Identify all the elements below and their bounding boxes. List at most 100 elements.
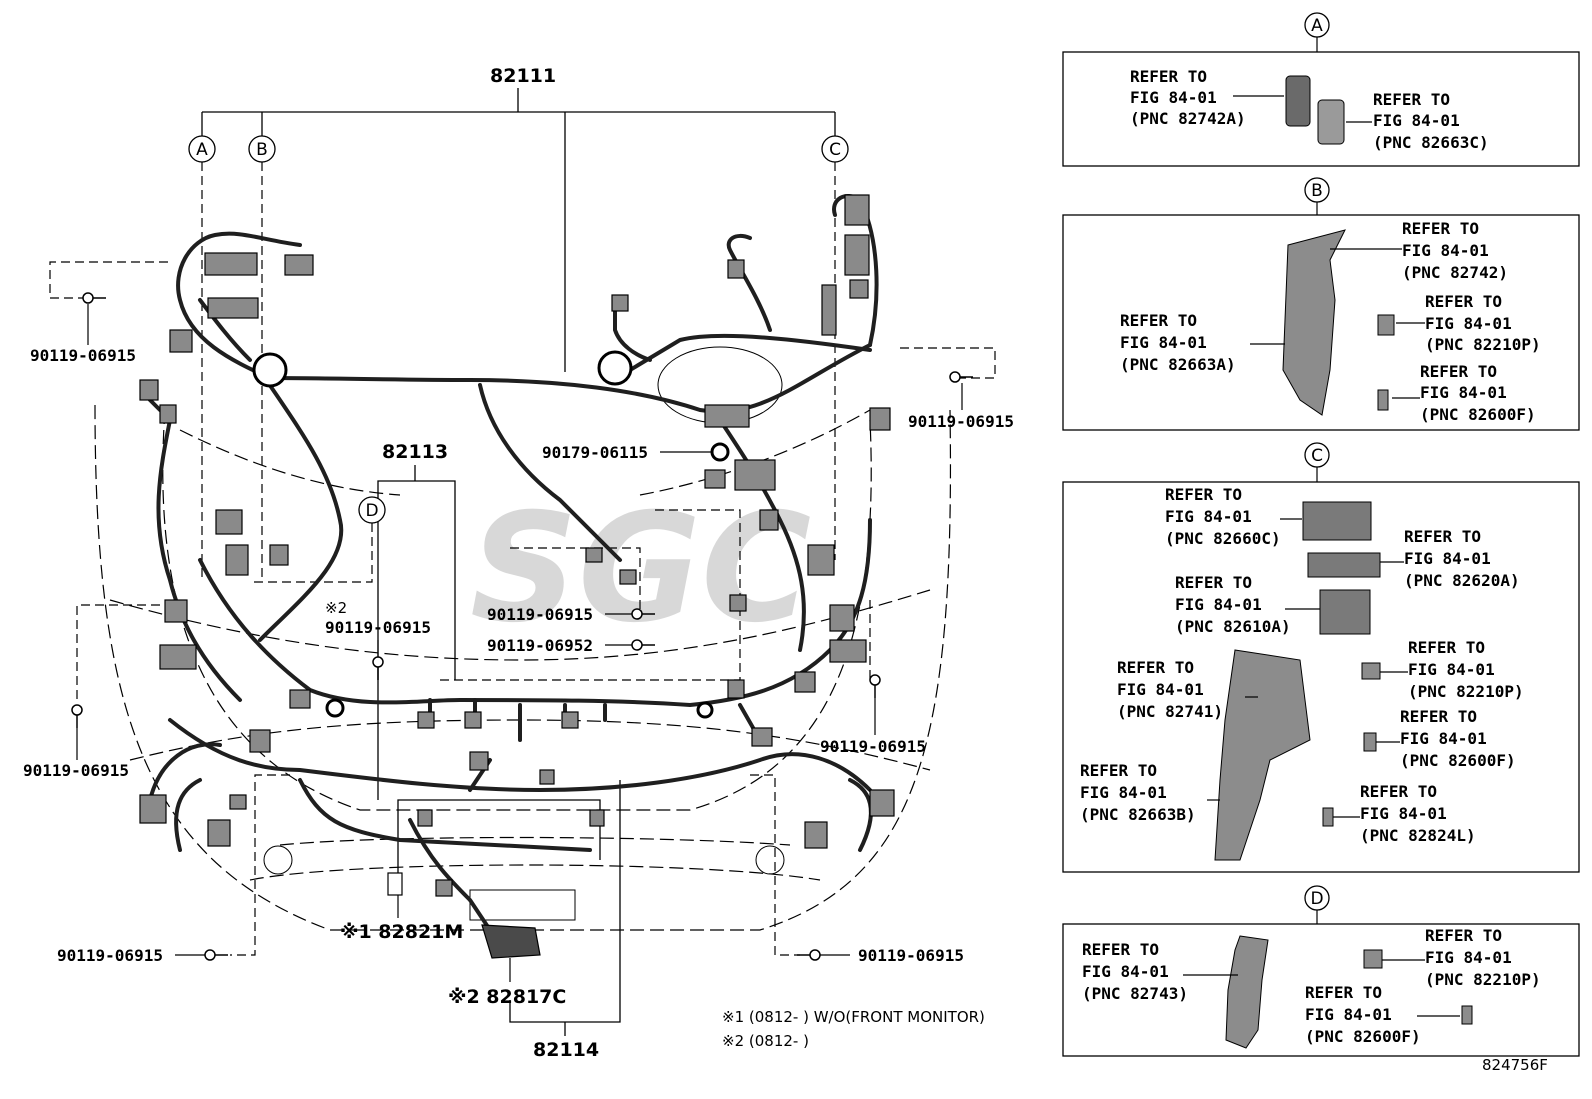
label-bolt-mr: 90119-06915 — [820, 737, 926, 756]
svg-text:(PNC 82210P): (PNC 82210P) — [1425, 970, 1541, 989]
svg-text:(PNC 82742): (PNC 82742) — [1402, 263, 1508, 282]
svg-text:REFER TO: REFER TO — [1408, 638, 1485, 657]
svg-text:FIG 84-01: FIG 84-01 — [1117, 680, 1204, 699]
bolt-icon-bl — [204, 949, 228, 961]
marker-a: A — [188, 135, 216, 163]
svg-text:FIG 84-01: FIG 84-01 — [1130, 88, 1217, 107]
bolt-icon-br — [797, 949, 821, 961]
svg-text:C: C — [1311, 446, 1323, 466]
label-leaders — [76, 304, 963, 982]
bolt-icon-tr — [949, 371, 973, 383]
svg-text:REFER TO: REFER TO — [1404, 527, 1481, 546]
svg-text:FIG 84-01: FIG 84-01 — [1360, 804, 1447, 823]
label-82817c: ※2 82817C — [448, 986, 566, 1008]
label-bolt-c2: 90119-06915 — [487, 605, 593, 624]
svg-text:FIG 84-01: FIG 84-01 — [1420, 383, 1507, 402]
svg-text:(PNC 82210P): (PNC 82210P) — [1408, 682, 1524, 701]
diagram-markers: A B C D — [188, 135, 849, 524]
svg-text:(PNC 82663A): (PNC 82663A) — [1120, 355, 1236, 374]
marker-b: B — [248, 135, 276, 163]
svg-text:FIG 84-01: FIG 84-01 — [1082, 962, 1169, 981]
svg-text:(PNC 82663B): (PNC 82663B) — [1080, 805, 1196, 824]
svg-text:(PNC 82600F): (PNC 82600F) — [1305, 1027, 1421, 1046]
svg-text:A: A — [1311, 16, 1323, 36]
label-clip: 90179-06115 — [542, 443, 648, 462]
svg-text:(PNC 82660C): (PNC 82660C) — [1165, 529, 1281, 548]
label-bolt-c3: 90119-06952 — [487, 636, 593, 655]
svg-text:C: C — [829, 140, 841, 160]
svg-text:REFER TO: REFER TO — [1425, 292, 1502, 311]
label-82114: 82114 — [533, 1039, 599, 1061]
svg-text:FIG 84-01: FIG 84-01 — [1400, 729, 1487, 748]
label-bolt-c1: 90119-06915 — [325, 618, 431, 637]
svg-text:REFER TO: REFER TO — [1165, 485, 1242, 504]
svg-text:REFER TO: REFER TO — [1425, 926, 1502, 945]
label-bolt-tl: 90119-06915 — [30, 346, 136, 365]
svg-text:FIG 84-01: FIG 84-01 — [1425, 948, 1512, 967]
svg-text:FIG 84-01: FIG 84-01 — [1373, 111, 1460, 130]
svg-text:REFER TO: REFER TO — [1420, 362, 1497, 381]
watermark: SGC — [470, 482, 811, 656]
bolt-icon-tl — [82, 292, 106, 304]
svg-text:REFER TO: REFER TO — [1305, 983, 1382, 1002]
bolt-icon-mr — [869, 674, 881, 698]
svg-text:FIG 84-01: FIG 84-01 — [1305, 1005, 1392, 1024]
svg-text:A: A — [196, 140, 208, 160]
bolt-icon-c1 — [372, 656, 384, 680]
label-82821m: ※1 82821M — [340, 921, 463, 943]
label-bolt-bl: 90119-06915 — [57, 946, 163, 965]
label-bolt-ml: 90119-06915 — [23, 761, 129, 780]
svg-text:REFER TO: REFER TO — [1130, 67, 1207, 86]
svg-text:FIG 84-01: FIG 84-01 — [1165, 507, 1252, 526]
grommets — [252, 350, 730, 719]
svg-text:(PNC 82743): (PNC 82743) — [1082, 984, 1188, 1003]
label-bolt-br: 90119-06915 — [858, 946, 964, 965]
svg-text:(PNC 82742A): (PNC 82742A) — [1130, 109, 1246, 128]
callout-texts: 82111 82113 82114 ※1 82821M ※2 82817C 90… — [23, 65, 1014, 1061]
note-1: ※1 (0812- ) W/O(FRONT MONITOR) — [722, 1008, 985, 1026]
marker-d: D — [358, 496, 386, 524]
detail-panel-a: A REFER TO FIG 84-01 (PNC 82742A) REFER … — [1062, 12, 1580, 167]
figure-code: 824756F — [1482, 1056, 1548, 1074]
bolt-icon-ml — [71, 704, 83, 728]
svg-text:D: D — [1310, 889, 1323, 909]
detail-panel-b: B REFER TO FIG 84-01 (PNC 82742) REFER T… — [1062, 177, 1580, 431]
label-bolt-c1-mark: ※2 — [325, 599, 347, 617]
detail-panel-c: C REFER TO FIG 84-01 (PNC 82660C) REFER … — [1062, 442, 1580, 873]
callout-lines — [201, 88, 836, 1036]
svg-text:(PNC 82620A): (PNC 82620A) — [1404, 571, 1520, 590]
svg-text:FIG 84-01: FIG 84-01 — [1402, 241, 1489, 260]
svg-text:REFER TO: REFER TO — [1175, 573, 1252, 592]
svg-text:FIG 84-01: FIG 84-01 — [1175, 595, 1262, 614]
svg-text:REFER TO: REFER TO — [1400, 707, 1477, 726]
svg-text:(PNC 82600F): (PNC 82600F) — [1400, 751, 1516, 770]
svg-text:(PNC 82663C): (PNC 82663C) — [1373, 133, 1489, 152]
svg-text:(PNC 82610A): (PNC 82610A) — [1175, 617, 1291, 636]
svg-text:B: B — [256, 140, 268, 160]
svg-text:FIG 84-01: FIG 84-01 — [1408, 660, 1495, 679]
svg-text:REFER TO: REFER TO — [1120, 311, 1197, 330]
label-bolt-tr: 90119-06915 — [908, 412, 1014, 431]
svg-text:(PNC 82824L): (PNC 82824L) — [1360, 826, 1476, 845]
detail-panel-d: D REFER TO FIG 84-01 (PNC 82743) REFER T… — [1062, 885, 1580, 1057]
svg-text:FIG 84-01: FIG 84-01 — [1120, 333, 1207, 352]
svg-text:REFER TO: REFER TO — [1373, 90, 1450, 109]
svg-text:REFER TO: REFER TO — [1402, 219, 1479, 238]
svg-text:REFER TO: REFER TO — [1080, 761, 1157, 780]
label-82111: 82111 — [490, 65, 556, 87]
svg-text:REFER TO: REFER TO — [1082, 940, 1159, 959]
svg-text:D: D — [365, 501, 378, 521]
svg-text:(PNC 82210P): (PNC 82210P) — [1425, 335, 1541, 354]
svg-text:FIG 84-01: FIG 84-01 — [1425, 314, 1512, 333]
svg-text:FIG 84-01: FIG 84-01 — [1080, 783, 1167, 802]
svg-text:FIG 84-01: FIG 84-01 — [1404, 549, 1491, 568]
svg-text:(PNC 82600F): (PNC 82600F) — [1420, 405, 1536, 424]
note-2: ※2 (0812- ) — [722, 1032, 809, 1050]
svg-text:B: B — [1311, 181, 1323, 201]
marker-c: C — [821, 135, 849, 163]
harness-connectors — [139, 194, 895, 959]
svg-text:REFER TO: REFER TO — [1117, 658, 1194, 677]
label-82113: 82113 — [382, 441, 448, 463]
svg-text:(PNC 82741): (PNC 82741) — [1117, 702, 1223, 721]
